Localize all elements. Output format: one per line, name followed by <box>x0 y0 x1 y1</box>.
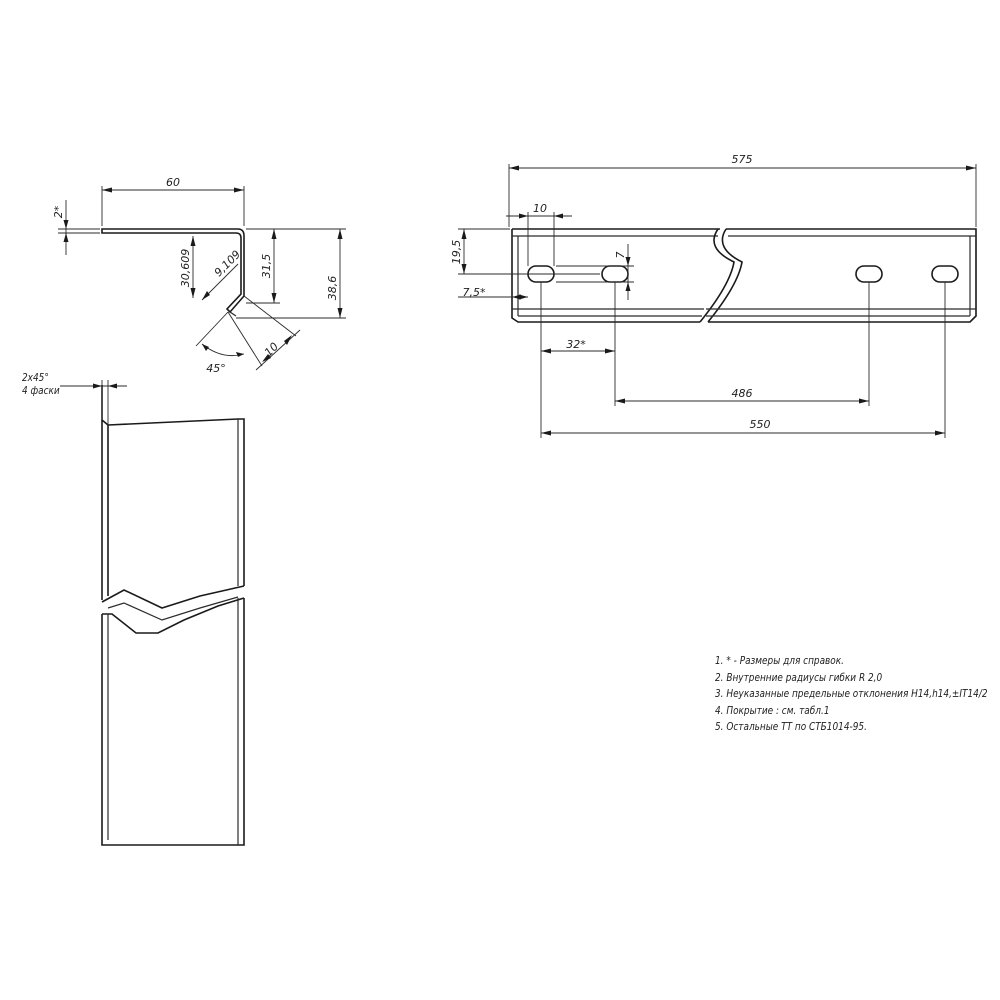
dim-width-60: 60 <box>166 176 180 189</box>
dim-hole-span: 486 <box>732 387 753 400</box>
dim-height-inner: 31,5 <box>260 254 273 279</box>
dim-height-total: 38,6 <box>326 276 339 301</box>
dim-angle: 45° <box>206 362 226 375</box>
dim-hole-width: 7 <box>614 252 627 259</box>
note-item: 2. Внутренние радиусы гибки R 2,0 <box>715 671 883 684</box>
chamfer-note-line2: 4 фаски <box>22 385 60 397</box>
dim-thickness: 2* <box>52 205 65 218</box>
slot-hole <box>601 265 629 283</box>
dim-hole-pitch-start: 32* <box>566 338 586 351</box>
section-view: 60 2* 30,609 9,109 31,5 38,6 <box>52 176 346 375</box>
technical-notes: 1. * - Размеры для справок. 2. Внутренни… <box>715 653 988 736</box>
note-item: 5. Остальные ТТ по СТБ1014-95. <box>715 721 867 733</box>
note-item: 3. Неуказанные предельные отклонения H14… <box>715 688 988 700</box>
profile-outline <box>101 228 245 314</box>
dim-hole-offset: 7,5* <box>463 286 486 299</box>
dim-height: 19,5 <box>450 240 463 265</box>
slot-hole <box>931 265 959 283</box>
slot-hole <box>855 265 883 283</box>
top-view: 575 10 19,5 7 7,5* 32* <box>450 153 977 438</box>
dim-hole-span-outer: 550 <box>750 418 771 431</box>
side-view <box>60 380 245 846</box>
chamfer-note: 2х45° 4 фаски <box>22 372 60 398</box>
note-item: 1. * - Размеры для справок. <box>715 655 844 667</box>
dim-total-length: 575 <box>732 153 753 166</box>
chamfer-note-line1: 2х45° <box>22 372 49 384</box>
dim-hole-length: 10 <box>533 202 547 215</box>
note-item: 4. Покрытие : см. табл.1 <box>715 704 830 717</box>
dim-lip: 10 <box>262 340 281 359</box>
dim-inner-leg: 30,609 <box>179 249 192 288</box>
